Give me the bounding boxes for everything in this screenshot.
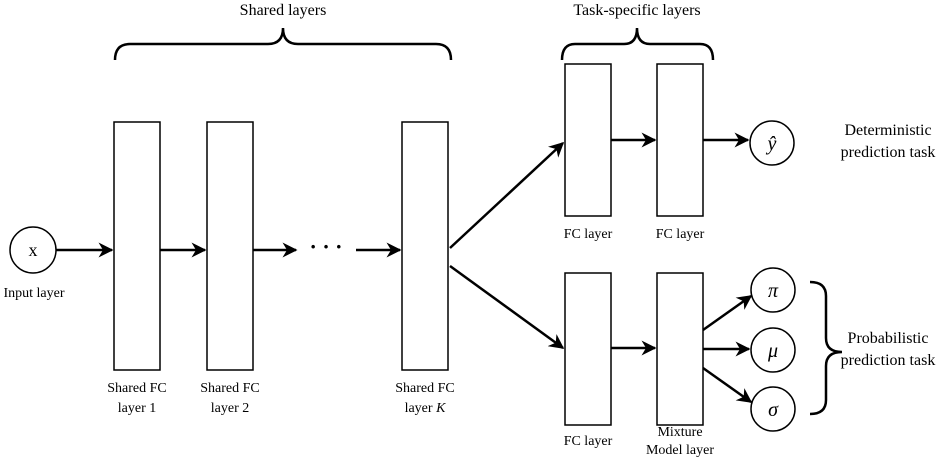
shared-fc-layer-1-label-line1: Shared FC: [107, 381, 167, 396]
mixture-model-layer: [656, 272, 704, 426]
y-hat-symbol: ŷ: [766, 133, 777, 155]
pi-symbol: π: [768, 280, 779, 302]
shared-fc-layer-1-label-line2: layer 1: [118, 401, 156, 416]
mu-symbol: μ: [767, 340, 778, 362]
shared-fc-layer-k-label-line1: Shared FC: [395, 381, 455, 396]
det-fc-layer-1-label: FC layer: [564, 227, 613, 242]
input-symbol: x: [29, 240, 38, 260]
arrow-mixture-to-pi: [702, 294, 753, 332]
task-specific-layers-header: Task-specific layers: [573, 2, 700, 19]
shared-fc-layer-2-label-line2: layer 2: [211, 401, 249, 416]
deterministic-task-label-line1: Deterministic: [844, 122, 931, 139]
shared-layers-header: Shared layers: [240, 2, 327, 19]
shared-fc-layer-1: [113, 121, 161, 371]
shared-fc-layer-2: [206, 121, 254, 371]
sigma-symbol: σ: [768, 399, 779, 421]
shared-fc-layer-k: [401, 121, 449, 371]
probabilistic-task-label-line2: prediction task: [841, 352, 936, 369]
pi-node: [750, 267, 796, 313]
y-hat-node: [749, 120, 795, 166]
prob-fc-layer: [564, 272, 612, 426]
sigma-node: [750, 386, 796, 432]
mixture-layer-label-line1: Mixture: [657, 425, 702, 440]
ellipsis: · · ·: [309, 234, 342, 259]
deterministic-task-label-line2: prediction task: [841, 144, 936, 161]
shared-layers-brace: [113, 27, 453, 61]
input-layer-label: Input layer: [3, 286, 64, 301]
task-specific-layers-brace: [560, 27, 715, 61]
arrow-sharedk-to-det-fc1: [449, 141, 565, 249]
arrow-mixture-to-sigma: [702, 366, 753, 404]
probabilistic-brace: [809, 280, 843, 416]
prob-fc-layer-label: FC layer: [564, 434, 613, 449]
det-fc-layer-1: [564, 63, 612, 217]
shared-fc-layer-k-label-line2: layer K: [405, 401, 446, 416]
mu-node: [750, 327, 796, 373]
probabilistic-task-label-line1: Probabilistic: [848, 330, 929, 347]
det-fc-layer-2: [656, 63, 704, 217]
shared-fc-layer-2-label-line1: Shared FC: [200, 381, 260, 396]
arrow-sharedk-to-prob-fc: [449, 264, 565, 350]
mixture-layer-label-line2: Model layer: [646, 443, 714, 458]
det-fc-layer-2-label: FC layer: [656, 227, 705, 242]
